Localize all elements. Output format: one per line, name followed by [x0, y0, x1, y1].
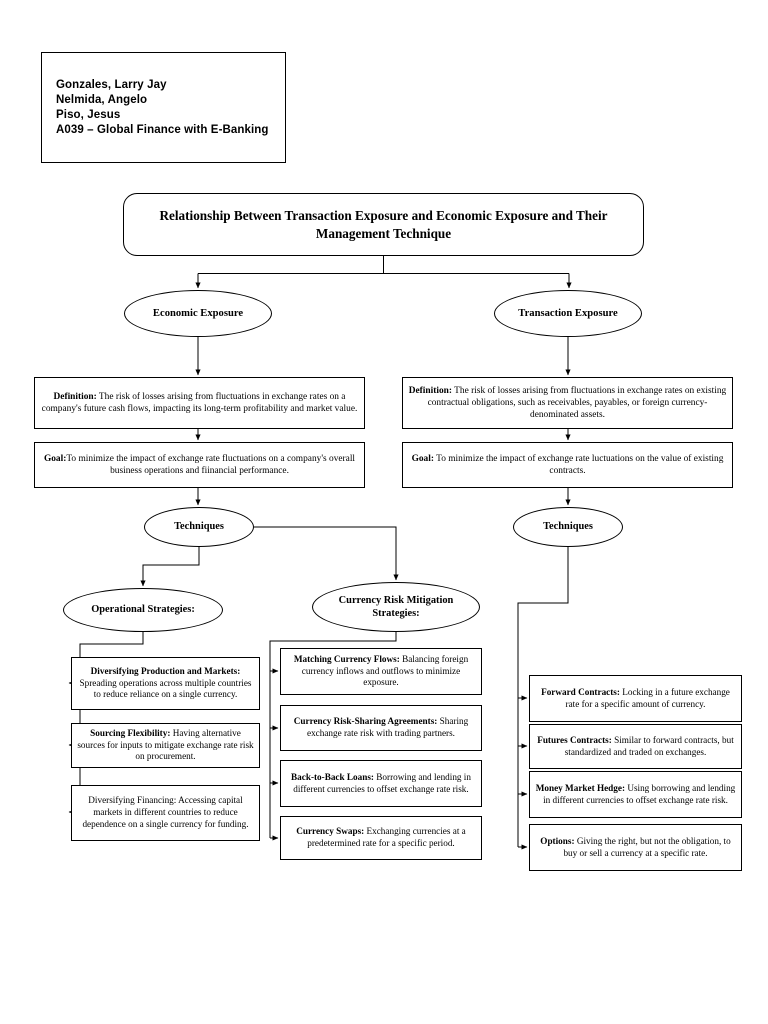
transaction-goal-text: Goal: To minimize the impact of exchange…	[403, 453, 732, 477]
node-diversifying-production-and-markets: Diversifying Production and Markets: Spr…	[71, 657, 260, 710]
term-matching-currency-flows: Matching Currency Flows:	[293, 653, 400, 664]
term-options: Options:	[540, 835, 575, 846]
transaction-definition-body: The risk of losses arising from fluctuat…	[427, 385, 727, 421]
economic-goal-text: Goal:To minimize the impact of exchange …	[35, 453, 364, 477]
economic-definition-text: Definition: The risk of losses arising f…	[35, 391, 364, 415]
diagram-title: Relationship Between Transaction Exposur…	[159, 207, 608, 241]
node-operational-strategies: Operational Strategies:	[63, 588, 223, 632]
node-currency-risk-mitigation-strategies: Currency Risk Mitigation Strategies:	[312, 582, 480, 632]
node-forward-contracts: Forward Contracts: Locking in a future e…	[529, 675, 742, 722]
edge-techniques-currency-risk	[254, 526, 399, 581]
node-currency-swaps: Currency Swaps: Exchanging currencies at…	[280, 816, 482, 860]
node-operational-strategies-label: Operational Strategies:	[91, 604, 195, 615]
desc-options: Giving the right, but not the obligation…	[563, 835, 731, 858]
term-currency-risk-sharing: Currency Risk-Sharing Agreements:	[293, 716, 438, 727]
authors-box: Gonzales, Larry Jay Nelmida, Angelo Piso…	[41, 52, 286, 163]
desc-diversifying-financing: Accessing capital markets in different c…	[82, 795, 249, 829]
transaction-definition-text: Definition: The risk of losses arising f…	[403, 385, 732, 421]
term-diversifying-financing: Diversifying Financing:	[88, 795, 177, 806]
author-line-3: Piso, Jesus	[56, 108, 121, 121]
term-futures-contracts: Futures Contracts:	[537, 734, 612, 745]
desc-currency-swaps: Exchanging currencies at a predetermined…	[307, 826, 466, 848]
author-line-1: Gonzales, Larry Jay	[56, 78, 167, 91]
node-diversifying-financing: Diversifying Financing: Accessing capita…	[71, 785, 260, 841]
node-techniques-transaction-label: Techniques	[543, 521, 593, 532]
term-back-to-back-loans: Back-to-Back Loans:	[291, 771, 374, 782]
node-matching-currency-flows: Matching Currency Flows: Balancing forei…	[280, 648, 482, 695]
desc-back-to-back-loans: Borrowing and lending in different curre…	[293, 771, 471, 794]
node-money-market-hedge: Money Market Hedge: Using borrowing and …	[529, 771, 742, 818]
node-economic-exposure: Economic Exposure	[124, 290, 272, 337]
authors-lines: Gonzales, Larry Jay Nelmida, Angelo Piso…	[42, 78, 285, 138]
node-techniques-economic: Techniques	[144, 507, 254, 547]
node-economic-definition: Definition: The risk of losses arising f…	[34, 377, 365, 429]
node-techniques-economic-label: Techniques	[174, 521, 224, 532]
term-forward-contracts: Forward Contracts:	[541, 686, 620, 697]
node-transaction-exposure: Transaction Exposure	[494, 290, 642, 337]
desc-currency-risk-sharing: Sharing exchange rate risk with trading …	[307, 716, 469, 738]
desc-sourcing-flexibility: Having alternative sources for inputs to…	[77, 727, 254, 762]
course-line: A039 – Global Finance with E-Banking	[56, 123, 269, 136]
node-currency-risk-sharing-agreements: Currency Risk-Sharing Agreements: Sharin…	[280, 705, 482, 751]
transaction-goal-body: To minimize the impact of exchange rate …	[433, 453, 724, 476]
transaction-definition-label: Definition:	[408, 385, 452, 396]
node-currency-risk-mitigation-label: Currency Risk Mitigation Strategies:	[338, 595, 454, 619]
transaction-goal-label: Goal:	[411, 453, 434, 464]
edge-techniques-operational	[140, 547, 200, 587]
node-economic-exposure-label: Economic Exposure	[152, 308, 244, 319]
node-futures-contracts: Futures Contracts: Similar to forward co…	[529, 724, 742, 769]
term-currency-swaps: Currency Swaps:	[296, 826, 365, 837]
desc-diversifying-production: Spreading operations across multiple cou…	[79, 677, 252, 700]
node-sourcing-flexibility: Sourcing Flexibility: Having alternative…	[71, 723, 260, 768]
node-transaction-exposure-label: Transaction Exposure	[518, 308, 618, 319]
economic-goal-body: To minimize the impact of exchange rate …	[66, 453, 356, 476]
economic-definition-label: Definition:	[53, 391, 97, 402]
term-sourcing-flexibility: Sourcing Flexibility:	[90, 727, 171, 738]
node-transaction-definition: Definition: The risk of losses arising f…	[402, 377, 733, 429]
node-options: Options: Giving the right, but not the o…	[529, 824, 742, 871]
desc-futures-contracts: Similar to forward contracts, but standa…	[564, 734, 734, 757]
node-back-to-back-loans: Back-to-Back Loans: Borrowing and lendin…	[280, 760, 482, 807]
term-diversifying-production: Diversifying Production and Markets:	[90, 665, 241, 676]
economic-goal-label: Goal:	[43, 453, 67, 464]
desc-money-market-hedge: Using borrowing and lending in different…	[543, 782, 736, 805]
desc-matching-currency-flows: Balancing foreign currency inflows and o…	[301, 653, 469, 688]
term-money-market-hedge: Money Market Hedge:	[535, 782, 626, 793]
node-transaction-goal: Goal: To minimize the impact of exchange…	[402, 442, 733, 488]
desc-forward-contracts: Locking in a future exchange rate for a …	[565, 686, 730, 709]
node-economic-goal: Goal:To minimize the impact of exchange …	[34, 442, 365, 488]
node-techniques-transaction: Techniques	[513, 507, 623, 547]
diagram-title-box: Relationship Between Transaction Exposur…	[123, 193, 644, 256]
author-line-2: Nelmida, Angelo	[56, 93, 148, 106]
economic-definition-body: The risk of losses arising from fluctuat…	[41, 391, 358, 414]
